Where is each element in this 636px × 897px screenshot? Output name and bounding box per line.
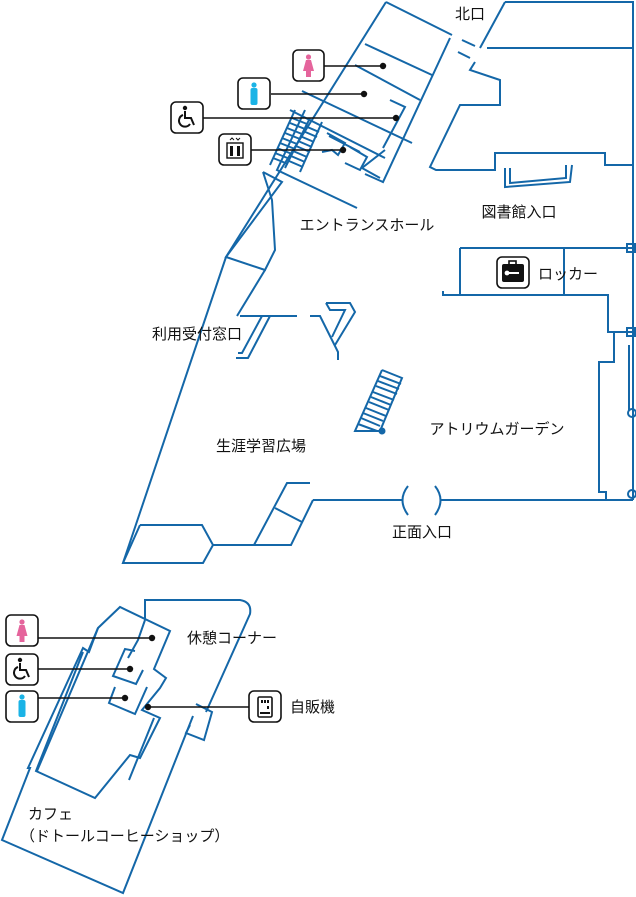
accessible-restroom-lower[interactable]: [5, 653, 134, 686]
label-lifelong-learning-plaza: 生涯学習広場: [216, 437, 306, 455]
label-reception: 利用受付窓口: [152, 325, 242, 343]
accessible-restroom-north[interactable]: [170, 101, 400, 134]
upper-building-walls: [121, 1, 636, 564]
vending-machine-icon: [257, 696, 273, 718]
label-main-entrance: 正面入口: [392, 523, 452, 541]
atrium-stair-dot: [378, 427, 386, 435]
accessible-restroom-icon: [13, 657, 30, 680]
elevator-north[interactable]: [218, 133, 347, 166]
elevator-icon: [226, 137, 244, 159]
staircase-north: [269, 109, 323, 173]
locker-sign[interactable]: [496, 256, 530, 289]
lower-building-walls: [0, 599, 252, 895]
female-restroom-lower[interactable]: [5, 614, 156, 647]
locker-icon: [502, 260, 524, 282]
label-entrance-hall: エントランスホール: [300, 216, 435, 234]
female-restroom-icon: [303, 54, 314, 77]
label-north-entrance: 北口: [455, 5, 485, 23]
accessible-restroom-icon: [178, 105, 195, 128]
label-locker: ロッカー: [538, 265, 598, 283]
male-restroom-icon: [250, 82, 258, 105]
atrium-staircase: [353, 369, 404, 435]
label-atrium-garden: アトリウムガーデン: [429, 420, 564, 438]
label-cafe: カフェ: [28, 805, 73, 823]
female-restroom-icon: [16, 619, 28, 642]
label-vending-machine: 自販機: [290, 698, 335, 716]
label-library-entrance: 図書館入口: [481, 203, 556, 221]
female-restroom-north[interactable]: [292, 49, 387, 82]
label-rest-corner: 休憩コーナー: [187, 629, 277, 647]
label-cafe-name: （ドトールコーヒーショップ）: [20, 827, 229, 845]
main-entrance-door[interactable]: [401, 485, 442, 516]
male-restroom-lower[interactable]: [5, 690, 129, 723]
male-restroom-icon: [18, 694, 26, 717]
male-restroom-north[interactable]: [237, 77, 368, 110]
vending-machine-sign[interactable]: [144, 690, 282, 723]
